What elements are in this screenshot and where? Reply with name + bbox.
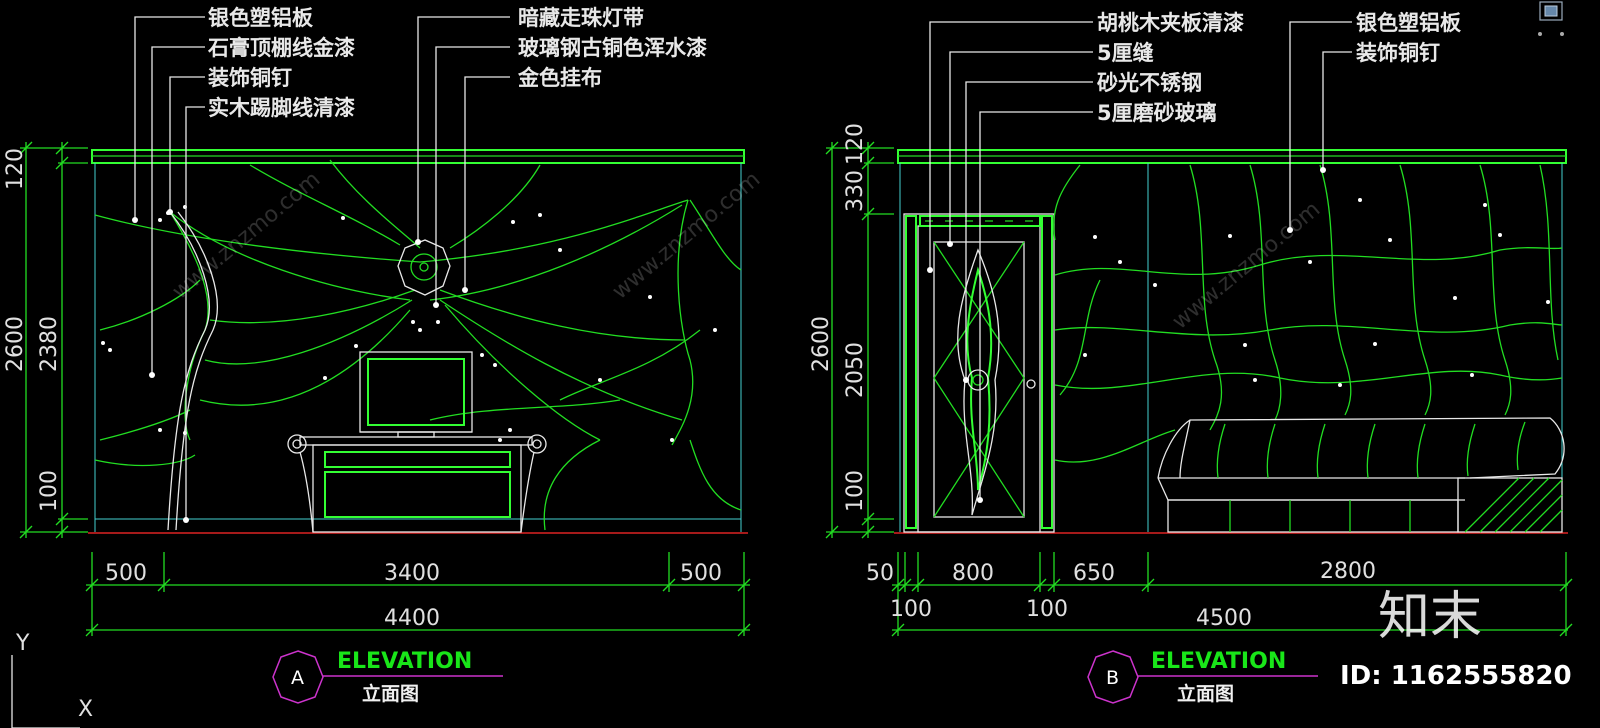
dim-b-h-100-left: 100 [890,597,932,622]
dim-a-total: 4400 [384,606,440,631]
dim-b-h-650: 650 [1073,561,1115,586]
tv-cabinet [287,434,547,533]
elevation-a-title: ELEVATION [337,649,472,674]
elevation-a-marker [272,650,324,704]
callout-a-6: 玻璃钢古铜色浑水漆 [518,36,707,60]
watermark-brand: 知末 [1378,587,1482,647]
decorative-nails-b [1083,198,1550,387]
callout-a-5: 暗藏走珠灯带 [518,6,644,30]
sofa [1157,417,1565,533]
wall-soft-panel-grid [1053,164,1563,463]
dim-b-v-100: 100 [843,470,868,512]
elevation-b-title: ELEVATION [1151,649,1286,674]
watermark: 知末 ID: 1162555820 www.znzmo.com www.znzm… [168,167,1572,691]
dim-a-v-120: 120 [3,148,28,190]
door [903,213,1055,533]
ucs-x-label: X [78,697,93,722]
callout-b-3: 砂光不锈钢 [1097,71,1202,95]
callout-a-1: 银色塑铝板 [208,6,314,30]
dim-b-total: 4500 [1196,606,1252,631]
dim-b-h-2800: 2800 [1320,559,1376,584]
drapery-panel [94,159,742,531]
dim-a-v-100: 100 [37,470,62,512]
television [359,351,473,438]
callout-b-5: 银色塑铝板 [1356,11,1462,35]
dim-b-h-50: 50 [866,561,894,586]
door-handle[interactable] [1026,379,1036,389]
elevation-b-marker [1087,650,1139,704]
elevation-b: 胡桃木夹板清漆 5厘缝 砂光不锈钢 5厘磨砂玻璃 银色塑铝板 装饰铜钉 330 … [809,11,1573,705]
dim-a-h-500-left: 500 [105,561,147,586]
medallion-ornament [397,239,451,296]
marker-b-letter: B [1106,667,1119,689]
dim-a-v-2380: 2380 [37,316,62,372]
dim-b-v-120: 120 [843,123,868,165]
dim-b-v-2600: 2600 [809,316,834,372]
dim-a-v-2600: 2600 [3,316,28,372]
watermark-site-3: www.znzmo.com [1168,197,1325,335]
watermark-site-2: www.znzmo.com [608,167,765,305]
dim-b-v-2050: 2050 [843,342,868,398]
marker-a-letter: A [291,667,304,689]
callout-a-7: 金色挂布 [517,66,602,90]
callout-a-2: 石膏顶棚线金漆 [207,36,355,60]
dim-a-h-500-right: 500 [680,561,722,586]
ucs-icon: Y X [11,631,93,728]
door-leaf-ornament [957,248,1000,516]
callout-b-4: 5厘磨砂玻璃 [1097,101,1217,125]
elevation-a: 银色塑铝板 石膏顶棚线金漆 装饰铜钉 实木踢脚线清漆 暗藏走珠灯带 玻璃钢古铜色… [3,6,751,705]
dim-b-h-800: 800 [952,561,994,586]
callout-b-6: 装饰铜钉 [1356,41,1440,65]
horizontal-dimensions-a [85,552,751,637]
dim-b-h-100-right: 100 [1026,597,1068,622]
decorative-nails-a [101,205,717,442]
leaders-a [132,16,510,523]
callout-a-3: 装饰铜钉 [208,66,292,90]
elevation-b-subtitle: 立面图 [1177,682,1234,705]
callout-b-1: 胡桃木夹板清漆 [1097,11,1244,35]
watermark-id: ID: 1162555820 [1340,661,1572,691]
leaders-b [927,21,1352,503]
horizontal-dimensions-b [891,552,1573,637]
ucs-y-label: Y [15,631,30,656]
callout-a-4: 实木踢脚线清漆 [208,96,355,120]
vertical-dimensions-b [825,141,894,539]
dim-b-v-330: 330 [843,170,868,212]
viewcube-icon[interactable] [1538,1,1564,36]
callout-b-2: 5厘缝 [1097,41,1154,65]
dim-a-h-3400: 3400 [384,561,440,586]
elevation-a-subtitle: 立面图 [362,682,419,705]
vertical-dimensions-a [19,141,88,539]
